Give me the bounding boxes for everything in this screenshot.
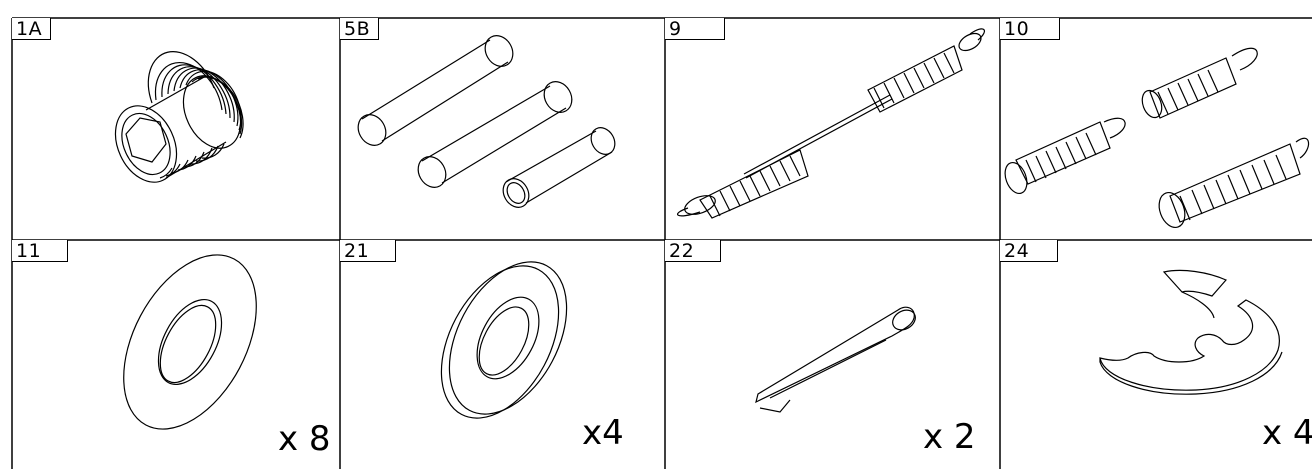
pin-drawing-medium [413, 77, 578, 193]
threaded-insert-drawing [104, 52, 252, 192]
part-number-label: 24 [1000, 240, 1058, 262]
e-clip-drawing [1100, 270, 1282, 394]
part-cell-5b: 5B [340, 18, 665, 240]
part-number-label: 21 [340, 240, 396, 262]
part-cell-21: 21 x4 [340, 240, 665, 469]
quantity-label: x4 [582, 413, 624, 453]
part-number-label: 10 [1000, 18, 1060, 40]
part-number-label: 22 [665, 240, 721, 262]
part-number-label: 11 [12, 240, 68, 262]
pin-drawing-long [353, 31, 519, 151]
part-number-label: 9 [665, 18, 725, 40]
part-number-label: 1A [12, 18, 52, 40]
part-cell-1a: 1A [12, 18, 340, 240]
spring-coils-9 [710, 53, 954, 216]
part-cell-24: 24 x 4 [1000, 240, 1312, 469]
cotter-pin-drawing [756, 306, 919, 412]
part-cell-10: 10 [1000, 18, 1312, 240]
part-cell-22: 22 x 2 [665, 240, 1000, 469]
quantity-label: x 4 [1262, 413, 1312, 453]
flat-washer-drawing [96, 233, 283, 452]
springs-set-drawing [1001, 48, 1308, 231]
pin-drawing-short [498, 123, 619, 212]
thread-lines [156, 63, 244, 178]
part-cell-9: 9 [665, 18, 1000, 240]
part-cell-11: 11 x 8 [12, 240, 340, 469]
quantity-label: x 8 [278, 419, 331, 459]
spring-with-rod-drawing [678, 29, 985, 218]
thick-washer-drawing [417, 242, 590, 438]
quantity-label: x 2 [923, 417, 976, 457]
part-number-label: 5B [340, 18, 380, 40]
